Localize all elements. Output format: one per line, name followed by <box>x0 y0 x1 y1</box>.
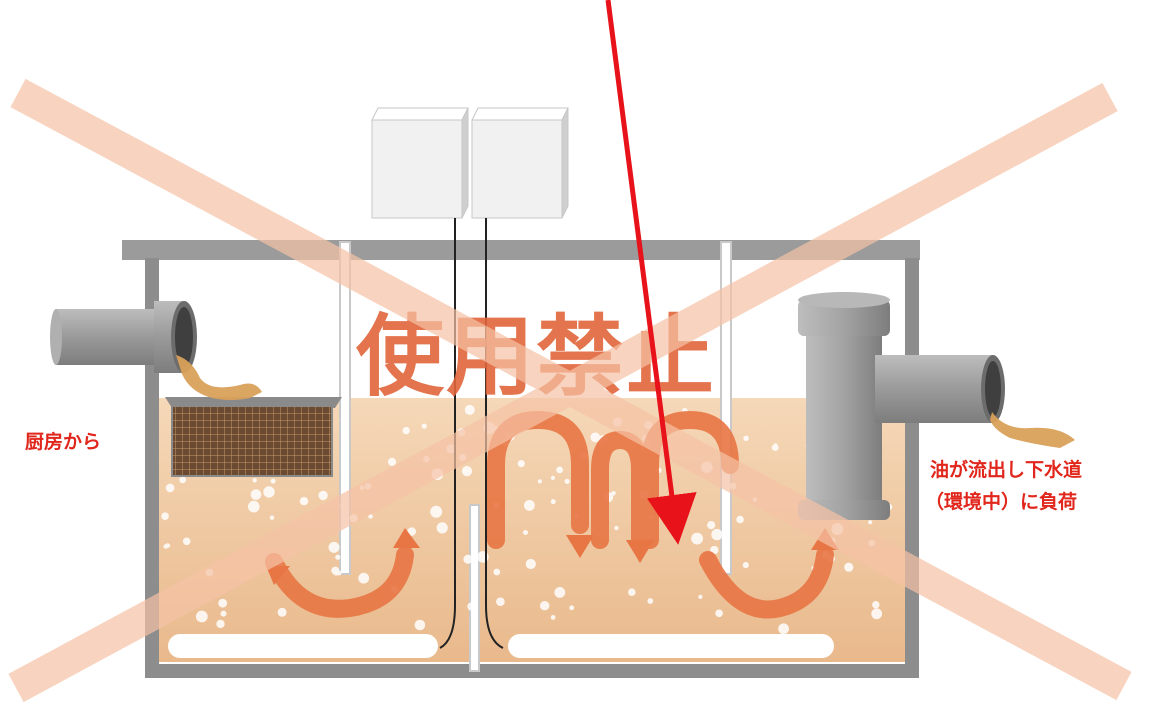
air-bubble <box>540 601 550 611</box>
red-arrow-icon <box>605 0 697 545</box>
air-bubble <box>715 609 723 618</box>
oil-pour-outlet <box>990 412 1075 448</box>
air-bubble <box>525 558 536 570</box>
air-bubble <box>614 525 619 531</box>
air-bubble <box>743 435 749 441</box>
air-bubble <box>771 444 779 451</box>
air-bubble <box>263 486 275 498</box>
air-bubble <box>252 478 257 483</box>
air-bubble <box>611 491 616 496</box>
air-bubble <box>707 521 716 530</box>
mesh-basket-icon <box>165 397 342 477</box>
air-bubble <box>269 515 275 520</box>
inlet-label: 厨房から <box>25 430 101 453</box>
cross-mark-icon <box>8 78 1132 703</box>
air-bubble <box>421 423 427 429</box>
air-bubble <box>537 479 542 484</box>
air-bubble <box>414 619 426 631</box>
air-bubble <box>556 466 563 474</box>
air-bubble <box>195 610 208 623</box>
air-bubble <box>328 541 340 553</box>
air-bubble <box>493 568 501 576</box>
air-bubble <box>550 499 556 505</box>
air-bubble <box>467 602 476 611</box>
air-bubble <box>335 554 341 560</box>
control-cables <box>439 218 504 649</box>
outlet-label-line2: （環境中）に負荷 <box>925 490 1077 513</box>
flow-arrow-icon <box>265 410 834 619</box>
air-bubble <box>270 478 276 484</box>
air-bubble <box>550 615 556 620</box>
air-bubble <box>517 460 525 468</box>
air-bubble <box>387 457 397 466</box>
air-bubble <box>165 483 175 493</box>
air-bubble <box>220 610 227 617</box>
air-bubble <box>871 608 883 620</box>
air-bubble <box>778 623 789 635</box>
air-bubble <box>318 490 328 501</box>
sediment-pads <box>168 634 834 658</box>
air-bubble <box>340 415 348 423</box>
air-bubble <box>868 520 873 525</box>
air-bubble <box>736 515 744 524</box>
air-bubble <box>711 528 723 541</box>
air-bubble <box>299 496 309 506</box>
oil-pour-inlet <box>176 355 262 400</box>
air-bubble <box>524 500 535 511</box>
air-bubble <box>407 527 417 536</box>
air-bubble <box>496 597 505 606</box>
air-bubble <box>554 587 566 598</box>
air-bubble <box>250 489 262 500</box>
air-bubble <box>628 588 636 596</box>
air-bubble <box>569 605 575 611</box>
air-bubble <box>436 522 448 534</box>
air-bubble <box>523 530 528 535</box>
air-bubble <box>248 500 260 513</box>
air-bubble <box>161 512 169 520</box>
air-bubble <box>430 505 443 518</box>
air-bubble <box>461 466 473 477</box>
air-bubble <box>590 432 601 443</box>
air-bubble <box>165 543 171 548</box>
air-bubble <box>182 537 191 546</box>
air-bubble <box>742 562 749 569</box>
air-bubble <box>331 566 340 575</box>
air-bubble <box>218 598 228 608</box>
air-bubble <box>179 476 187 484</box>
control-box-icon <box>371 107 569 219</box>
air-bubble <box>872 601 880 609</box>
air-bubble <box>691 532 703 545</box>
air-bubble <box>358 572 370 584</box>
pipe-icon <box>50 301 197 373</box>
outlet-label-line1: 油が流出し下水道 <box>930 458 1082 481</box>
air-bubble <box>564 478 570 484</box>
baffle-walls <box>339 241 732 672</box>
air-bubble <box>550 475 556 480</box>
air-bubble <box>464 404 475 415</box>
air-bubble <box>698 594 703 600</box>
air-bubble <box>647 598 654 604</box>
air-bubble <box>216 619 225 629</box>
air-bubble <box>844 562 854 572</box>
air-bubble <box>402 426 410 435</box>
air-bubble <box>277 607 287 617</box>
air-bubble <box>463 554 473 564</box>
